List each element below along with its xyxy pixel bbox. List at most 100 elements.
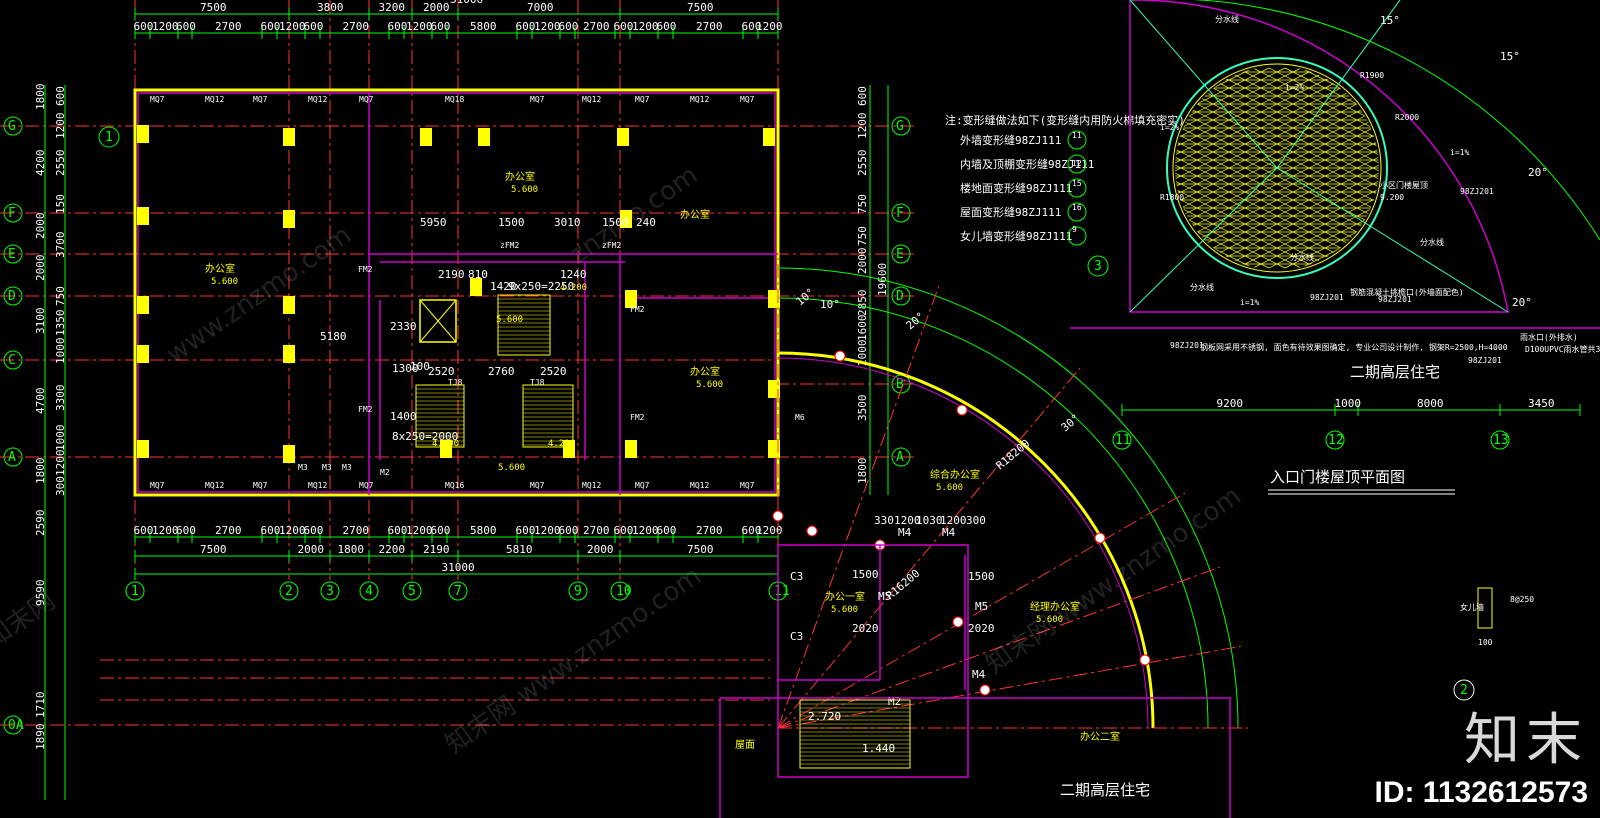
door-tag: TJ8 [530, 378, 545, 387]
top-dim-row2-text: 600 [304, 20, 324, 33]
column [137, 125, 149, 143]
mesh-line [1175, 67, 1379, 269]
core-dim: 3010 [554, 216, 581, 229]
grid-col-label: 10 [616, 584, 632, 599]
room-name: 办公室 [680, 208, 710, 221]
bottom-dim-row1-text: 5800 [470, 524, 497, 537]
detail-label: 分水线 [1290, 252, 1314, 262]
grid-row-label: G [896, 119, 904, 134]
note-line: 楼地面变形缝98ZJ111 [960, 181, 1072, 195]
grid-row-label: C [8, 353, 16, 368]
core-dim: 2760 [488, 365, 515, 378]
arc-wall-outer [777, 351, 1155, 729]
grid-bubble [3, 447, 23, 467]
wing-dim: M4 [972, 668, 986, 681]
detail-label: 钢筋混凝土挑檐口(外墙面配色) [1350, 287, 1464, 297]
bottom-dim-row1-text: 2700 [215, 524, 242, 537]
grid-col-label: 11 [774, 584, 790, 599]
ridge-line [1276, 0, 1401, 169]
left-dim-inner: 300 [54, 476, 67, 496]
radial-axis [777, 286, 940, 729]
mesh-line [1175, 67, 1366, 269]
arc-dim: 30° [1059, 412, 1083, 435]
mesh-line [1175, 67, 1270, 269]
wing-dim: 1.440 [862, 742, 895, 755]
level-mark: 5.600 [496, 315, 523, 325]
note-line: 外墙变形缝98ZJ111 [960, 133, 1061, 147]
right-dim-text: 2000 [856, 248, 869, 275]
stair [497, 294, 551, 356]
wing-dim: 1200 [894, 514, 921, 527]
mesh-line [1175, 67, 1302, 269]
index-number: 9 [1072, 225, 1077, 234]
top-dim-row2-text: 2700 [696, 20, 723, 33]
window-tag-top: MQ7 [253, 95, 268, 104]
detail-label: 雨水口(外排水) [1520, 332, 1578, 342]
wing-dim: M5 [975, 600, 988, 613]
detail-dim-text: 9200 [1217, 397, 1244, 410]
radial-axis [777, 367, 1081, 729]
top-dim-row2-text: 2700 [343, 20, 370, 33]
mesh-line [1175, 67, 1286, 269]
column [283, 345, 295, 363]
radial-axis [777, 566, 1220, 729]
arc-wall-inner [777, 357, 1149, 729]
axis-node [834, 350, 846, 362]
right-dim-text: 2850 [856, 290, 869, 317]
top-dim-row2-text: 1200 [534, 20, 561, 33]
door-tag: M3 [342, 463, 352, 472]
small-detail-wall [1477, 587, 1493, 629]
grid-bubble [320, 581, 340, 601]
walls [133, 88, 780, 497]
mesh-line [1220, 67, 1379, 269]
top-dim-row2-text: 600 [742, 20, 762, 33]
detail-dim-text: 1000 [1335, 397, 1362, 410]
door-tag: M3 [322, 463, 332, 472]
top-dim-row2-text: 600 [431, 20, 451, 33]
level-mark: 4.200 [548, 439, 575, 449]
column [625, 290, 637, 308]
left-dim-text: 9590 [34, 580, 47, 607]
room-level: 5.600 [1036, 615, 1063, 625]
mesh-line [1284, 67, 1379, 269]
room-level: 5.600 [831, 605, 858, 615]
stair [522, 384, 574, 448]
room-level: 5.600 [211, 277, 238, 287]
right-dim-text: 1200 [856, 113, 869, 140]
column [625, 440, 637, 458]
column [137, 440, 149, 458]
grid-row-label: E [896, 247, 904, 262]
room-name: 屋面 [735, 739, 755, 751]
window-tag-bottom: MQ7 [740, 481, 755, 490]
top-dim-row2-text: 1200 [756, 20, 783, 33]
room-name: 综合办公室 [930, 468, 980, 481]
top-dim-row2-text: 1200 [406, 20, 433, 33]
grid-bubble [279, 581, 299, 601]
grid-row-label: G [8, 119, 16, 134]
wing-dim: 330 [874, 514, 894, 527]
detail-grid-label: 11 [1115, 433, 1131, 448]
grid-row-label: F [896, 206, 904, 221]
mesh-line [1175, 67, 1379, 269]
grid-bubble [610, 581, 630, 601]
wing-dim: C3 [790, 630, 803, 643]
core-dim: 8x250=2000 [392, 430, 458, 443]
core-dim: 2520 [428, 365, 455, 378]
column [478, 128, 490, 146]
room-name: 办公室 [690, 365, 720, 378]
right-dim-text: 1800 [856, 458, 869, 485]
left-dim-text: 1890 [34, 724, 47, 751]
bottom-dim-row1-text: 600 [176, 524, 196, 537]
door-tag: FM2 [358, 405, 373, 414]
arc-dim: 20° [904, 310, 928, 333]
detail-angle: 15° [1380, 14, 1400, 27]
left-dim-text: 1800 [34, 84, 47, 111]
door-tag: M3 [298, 463, 308, 472]
site-edge [719, 697, 1231, 818]
arc-dim-outer [777, 297, 1209, 729]
bottom-dim-row1-text: 600 [261, 524, 281, 537]
window-tag-top: MQ7 [150, 95, 165, 104]
column [440, 440, 452, 458]
wing-dim: M2 [888, 695, 901, 708]
